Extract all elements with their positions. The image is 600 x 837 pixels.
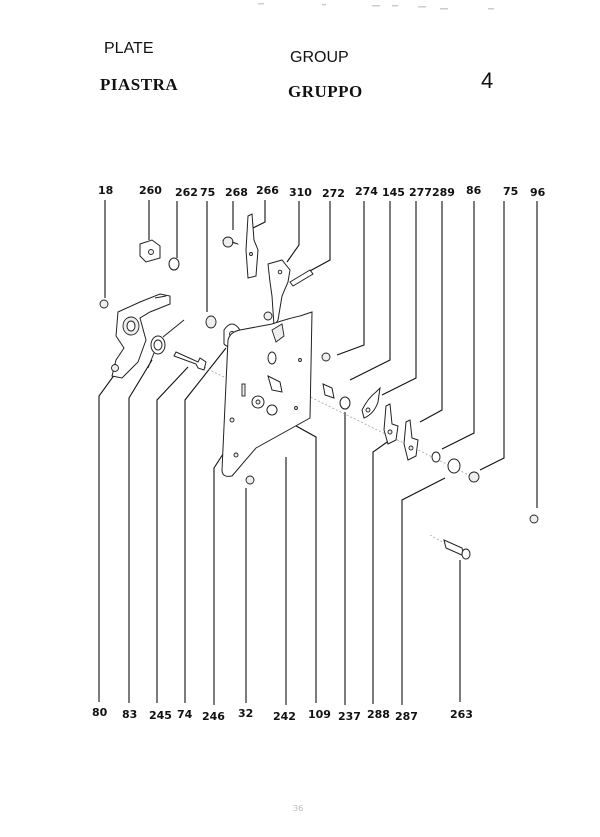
group-number: 4 — [481, 68, 494, 93]
callout-label: 96 — [530, 186, 546, 199]
part-75-screw-right — [468, 471, 480, 483]
leader-line — [372, 439, 391, 704]
leader-line — [336, 201, 365, 356]
callout-label: 277 — [409, 186, 432, 199]
part-stud-on-plate — [267, 375, 283, 393]
part-263-bolt — [443, 539, 471, 560]
part-310-lever — [263, 259, 291, 328]
part-274-screw — [321, 352, 331, 362]
part-242-plate — [221, 311, 313, 477]
callout-label: 274 — [355, 185, 378, 198]
leader-line — [307, 201, 331, 273]
leader-line — [184, 347, 227, 703]
part-109-spacer — [266, 404, 278, 416]
leader-line — [381, 201, 417, 396]
part-262-bushing — [168, 257, 180, 271]
part-80-bracket — [111, 293, 171, 379]
leader-line — [252, 200, 266, 229]
leader-line — [401, 477, 446, 705]
callout-label: 272 — [322, 187, 345, 200]
leader-line — [349, 201, 391, 381]
callout-label: 287 — [395, 710, 418, 723]
left-title-italian: PIASTRA — [100, 75, 179, 94]
leader-line — [286, 201, 300, 263]
callout-label: 75 — [503, 185, 518, 198]
center-title-italian: GRUPPO — [288, 82, 363, 101]
callout-label: 86 — [466, 184, 482, 197]
callout-label: 268 — [225, 186, 248, 199]
part-96-clip — [529, 514, 539, 524]
part-272-spring — [289, 269, 314, 287]
page-mark: 36 — [293, 804, 303, 813]
leader-line — [419, 201, 443, 423]
callout-label: 246 — [202, 710, 225, 723]
part-246-washer — [251, 395, 265, 409]
callout-label: 109 — [308, 708, 331, 721]
callout-label: 145 — [382, 186, 405, 199]
top-callout-labels: 18 260 262 75 268 266 310 272 274 145 27… — [98, 184, 546, 200]
part-268-screw — [222, 236, 239, 248]
part-288-lever — [383, 403, 399, 445]
callout-label: 262 — [175, 186, 198, 199]
callout-label: 266 — [256, 184, 279, 197]
part-237-washer — [339, 396, 351, 410]
callout-label: 288 — [367, 708, 390, 721]
leader-line — [98, 373, 116, 702]
callout-label: 75 — [200, 186, 215, 199]
callout-label: 310 — [289, 186, 312, 199]
callout-label: 242 — [273, 710, 296, 723]
center-title-english: GROUP — [290, 49, 349, 66]
part-32-screw — [245, 475, 255, 485]
part-287-washer — [447, 458, 461, 474]
part-277-lever — [361, 386, 381, 419]
part-245-pin — [173, 351, 207, 371]
callout-label: 260 — [139, 184, 162, 197]
part-145-spacer — [322, 383, 335, 399]
part-260-clip — [139, 239, 161, 263]
part-289-lever — [403, 419, 419, 461]
callout-label: 32 — [238, 707, 253, 720]
callout-label: 245 — [149, 709, 172, 722]
callout-label: 83 — [122, 708, 137, 721]
callout-label: 237 — [338, 710, 361, 723]
callout-label: 18 — [98, 184, 113, 197]
left-title-english: PLATE — [104, 40, 154, 57]
leader-line — [277, 415, 317, 703]
leader-line — [128, 359, 153, 703]
top-leader-lines — [104, 200, 538, 508]
leader-line — [441, 201, 475, 450]
leader-line — [479, 201, 505, 471]
scan-artifacts — [258, 3, 494, 10]
callout-label: 263 — [450, 708, 473, 721]
callout-label: 74 — [177, 708, 193, 721]
bottom-leader-lines — [98, 347, 461, 705]
bottom-callout-labels: 80 83 245 74 246 32 242 109 237 288 287 … — [92, 706, 473, 723]
callout-label: 289 — [432, 186, 455, 199]
part-86-washer — [431, 451, 441, 463]
callout-label: 80 — [92, 706, 108, 719]
part-83-spring — [147, 319, 185, 369]
part-266-lever — [245, 213, 259, 279]
part-75-screw-left — [205, 315, 217, 329]
part-18-nut — [99, 299, 109, 309]
leader-line — [156, 366, 189, 703]
